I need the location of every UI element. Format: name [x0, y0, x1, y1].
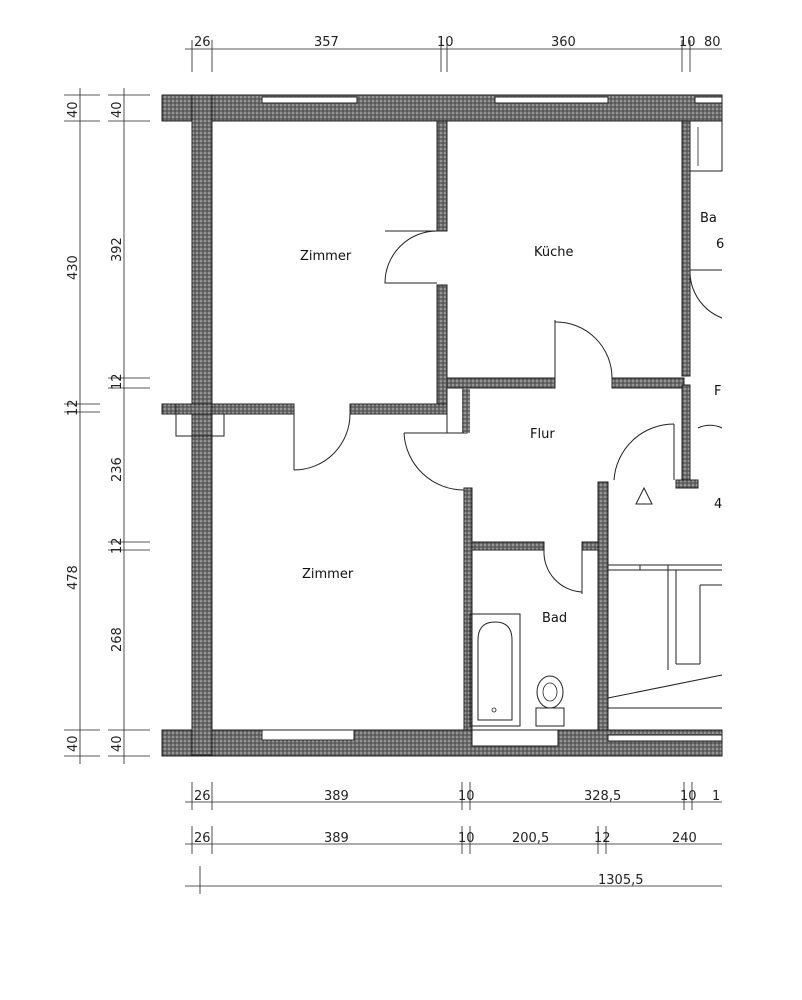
dim-bottom2-4: 12 — [594, 831, 611, 846]
wall-bottom — [161, 729, 723, 757]
dim-total: 1305,5 — [598, 873, 644, 888]
dim-left-inner-4: 12 — [110, 537, 125, 554]
wall-right-corner — [675, 479, 699, 489]
wall-left — [191, 94, 213, 756]
wall-zimmer-kueche — [436, 120, 448, 232]
room-labels: Zimmer Küche Flur Zimmer Bad Ba F 4 6 — [300, 211, 724, 626]
dimension-bottom-2: 26 389 10 200,5 12 240 — [185, 826, 722, 854]
dim-left-outer-4: 40 — [66, 735, 81, 752]
wall-top — [161, 94, 723, 122]
walls — [161, 94, 723, 757]
triangle-marker-icon — [635, 486, 653, 505]
wall-pier-left — [175, 403, 225, 437]
wall-zimmer-kueche-lower — [436, 284, 448, 411]
dim-top-2: 10 — [437, 35, 454, 50]
dim-bottom1-5: 1 — [712, 789, 720, 804]
label-kueche: Küche — [534, 245, 574, 260]
windows — [261, 96, 723, 747]
window-top-zimmer — [261, 96, 358, 104]
label-zimmer-top: Zimmer — [300, 249, 352, 264]
window-bottom-bad — [471, 729, 559, 747]
bathtub — [469, 613, 521, 727]
dim-left-inner-0: 40 — [110, 101, 125, 118]
dim-bottom1-3: 328,5 — [584, 789, 621, 804]
dim-bottom1-0: 26 — [194, 789, 211, 804]
dim-bottom2-3: 200,5 — [512, 831, 549, 846]
dim-left-outer-0: 40 — [66, 101, 81, 118]
label-bad: Bad — [542, 611, 567, 626]
dim-bottom1-4: 10 — [680, 789, 697, 804]
dim-left-inner-3: 236 — [110, 457, 125, 482]
fixtures — [469, 120, 723, 727]
doors — [293, 230, 723, 594]
dim-left-inner-5: 268 — [110, 627, 125, 652]
dimension-total: 1305,5 — [185, 866, 722, 894]
dimension-left-outer: 40 430 12 478 40 — [64, 88, 100, 764]
dimension-bottom-1: 26 389 10 328,5 10 1 — [185, 782, 722, 810]
dim-top-4: 10 — [679, 35, 696, 50]
dim-left-outer-2: 12 — [66, 399, 81, 416]
window-top-kueche — [494, 96, 609, 104]
label-zimmer-bottom: Zimmer — [302, 567, 354, 582]
wall-bad-right — [597, 481, 609, 731]
dim-top-0: 26 — [194, 35, 211, 50]
dim-bottom2-1: 389 — [324, 831, 349, 846]
dim-top-5: 80 — [704, 35, 721, 50]
window-top-right — [694, 96, 723, 104]
dim-left-outer-1: 430 — [66, 255, 81, 280]
dim-bottom2-2: 10 — [458, 831, 475, 846]
dim-bottom1-2: 10 — [458, 789, 475, 804]
bathtub-inner — [477, 621, 513, 721]
staircase — [607, 564, 723, 709]
wall-kueche-flur-b — [611, 377, 685, 389]
dim-left-inner-1: 392 — [110, 237, 125, 262]
toilet-tank — [535, 707, 565, 727]
wall-kueche-right — [681, 120, 691, 377]
wall-zimmer-bad — [463, 487, 473, 731]
toilet-bowl — [536, 675, 564, 709]
label-right-partial-2: 4 — [714, 497, 722, 512]
wall-zimmer-zimmer-b — [349, 403, 448, 415]
wall-kueche-flur-a — [446, 377, 556, 389]
window-bottom-right — [607, 734, 723, 742]
label-flur: Flur — [530, 427, 555, 442]
dim-top-1: 357 — [314, 35, 339, 50]
label-right-partial-1: F — [714, 384, 721, 399]
wall-right-lower — [681, 384, 691, 488]
dimension-top: 26 357 10 360 10 80 — [185, 35, 722, 72]
dim-top-3: 360 — [551, 35, 576, 50]
wall-flur-bad-a — [471, 541, 545, 551]
wall-zimmer-zimmer-a — [211, 403, 295, 415]
wall-stub-left — [161, 403, 213, 415]
dim-left-outer-3: 478 — [66, 565, 81, 590]
label-bad-right-partial: Ba — [700, 211, 717, 226]
window-bottom-zimmer — [261, 729, 355, 741]
dim-bottom2-0: 26 — [194, 831, 211, 846]
dim-bottom1-1: 389 — [324, 789, 349, 804]
kitchen-counter — [689, 120, 723, 172]
svg-text:6: 6 — [716, 237, 724, 252]
wall-flur-pier-fill — [462, 388, 470, 433]
dim-left-inner-2: 12 — [110, 373, 125, 390]
dimension-left-inner: 40 392 12 236 12 268 40 — [108, 88, 150, 764]
dim-left-inner-6: 40 — [110, 735, 125, 752]
dim-bottom2-5: 240 — [672, 831, 697, 846]
